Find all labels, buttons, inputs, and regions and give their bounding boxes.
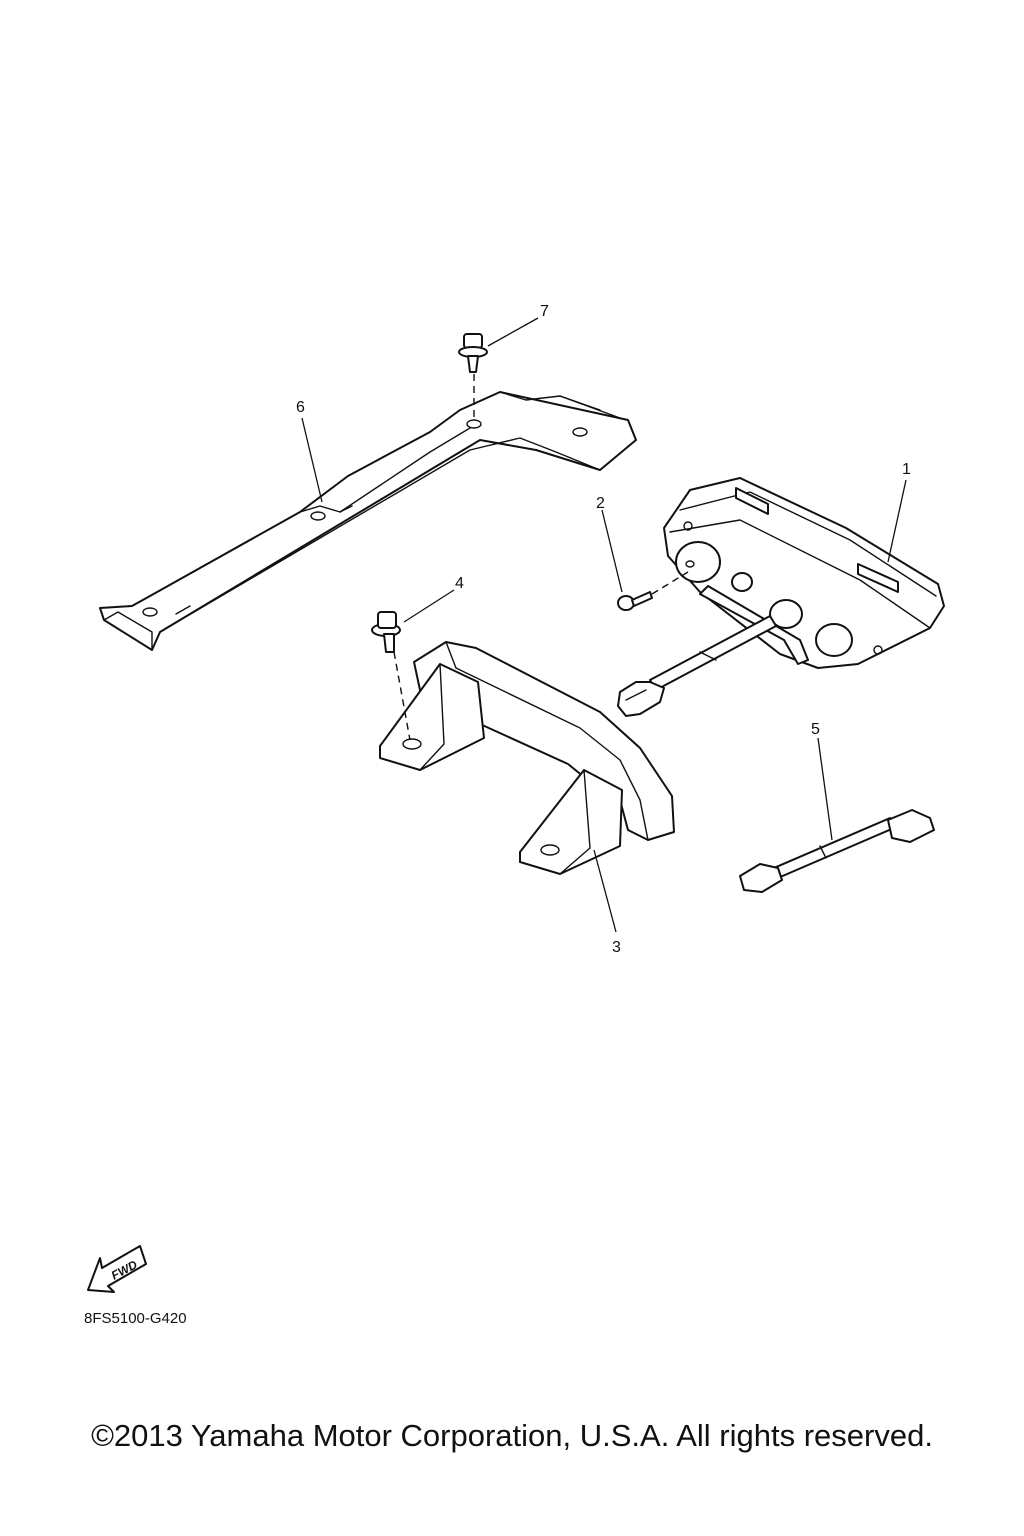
screw-part-2	[617, 571, 689, 611]
fwd-arrow-icon: FWD	[87, 1245, 147, 1293]
base-stand-part-3	[379, 641, 675, 875]
callout-4: 4	[455, 575, 464, 592]
cable-part-5	[739, 809, 935, 893]
leader-line-2	[601, 509, 623, 593]
screw-part-7	[458, 333, 488, 420]
callout-7: 7	[540, 303, 549, 320]
callout-1: 1	[902, 461, 911, 478]
leader-line-6	[301, 417, 323, 503]
callout-3: 3	[612, 939, 621, 956]
callout-2: 2	[596, 495, 605, 512]
callout-5: 5	[811, 721, 820, 738]
light-housing-part-1	[663, 477, 945, 669]
copyright-notice: ©2013 Yamaha Motor Corporation, U.S.A. A…	[91, 1418, 933, 1453]
leader-line-7	[487, 317, 539, 347]
bolt-part-4	[371, 611, 411, 741]
leader-line-4	[403, 589, 455, 623]
leader-line-3	[593, 849, 617, 933]
bracket-part-6	[99, 391, 637, 651]
callout-6: 6	[296, 399, 305, 416]
leader-line-5	[817, 737, 833, 841]
light-wire-harness	[617, 585, 809, 717]
leader-line-1	[887, 479, 907, 563]
drawing-code: 8FS5100-G420	[84, 1310, 187, 1327]
